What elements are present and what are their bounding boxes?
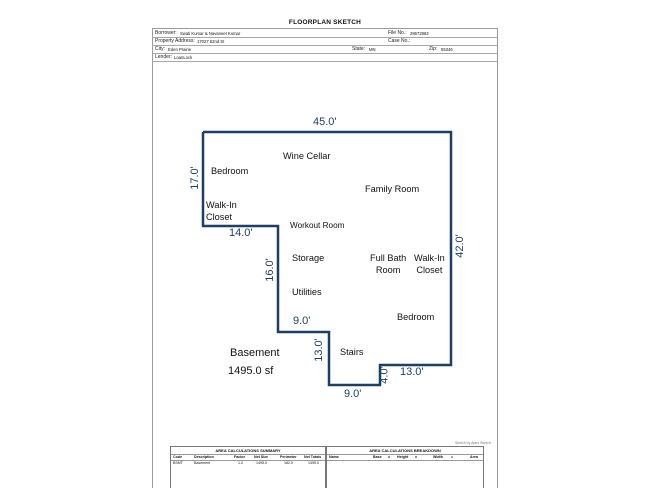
breakdown-divider-2 bbox=[327, 460, 483, 461]
room-workout-room: Workout Room bbox=[290, 221, 345, 230]
address-value: 17027 62nd St bbox=[197, 39, 225, 44]
address-row: Property Address: 17027 62nd St Case No.… bbox=[152, 37, 498, 46]
summary-row-perimeter: 182.0 bbox=[284, 461, 293, 465]
summary-col-code: Code bbox=[173, 455, 182, 459]
room-walk-in-closet-1: Walk-In Closet bbox=[206, 199, 237, 223]
case-no-label: Case No.: bbox=[388, 38, 411, 44]
room-stairs: Stairs bbox=[340, 347, 364, 357]
room-storage: Storage bbox=[292, 253, 325, 263]
state-value: MN bbox=[369, 47, 376, 52]
lender-row: Lender: LoanLock bbox=[152, 53, 498, 62]
walk-in-closet-2-line-2: Closet bbox=[416, 265, 443, 275]
breakdown-col-width: Width bbox=[433, 455, 443, 459]
dim-inner-vertical-1: 16.0' bbox=[263, 258, 276, 282]
city-label: City: bbox=[155, 46, 165, 52]
city-value: Eden Prairie bbox=[168, 47, 192, 52]
breakdown-col-height: Height bbox=[397, 455, 409, 459]
dim-step-1: 14.0' bbox=[229, 227, 253, 239]
area-size: 1495.0 sf bbox=[228, 365, 274, 377]
borrower-label: Borrower: bbox=[155, 30, 177, 36]
breakdown-divider-1 bbox=[327, 454, 483, 455]
breakdown-col-x-1: x bbox=[388, 455, 390, 459]
breakdown-col-area: Area bbox=[470, 455, 478, 459]
borrower-value: Swati Kumar & Navaneet Kumar bbox=[180, 31, 241, 36]
sketch-credit: Sketch by Apex Sketch bbox=[455, 441, 491, 445]
summary-row-factor: 1.0 bbox=[238, 461, 243, 465]
address-label: Property Address: bbox=[155, 38, 195, 44]
room-wine-cellar: Wine Cellar bbox=[283, 151, 331, 161]
lender-label: Lender: bbox=[155, 54, 172, 60]
room-bedroom-2: Bedroom bbox=[397, 312, 435, 322]
room-full-bath: Full Bath Room bbox=[370, 252, 406, 276]
state-label: State: bbox=[352, 46, 366, 52]
walk-in-closet-1-line-2: Closet bbox=[206, 212, 233, 222]
dim-step-2: 9.0' bbox=[293, 315, 311, 327]
breakdown-col-x-2: x bbox=[415, 455, 417, 459]
area-breakdown-table: AREA CALCULATIONS BREAKDOWN Name Base x … bbox=[326, 446, 484, 488]
dim-right: 42.0' bbox=[453, 234, 466, 258]
basement-outline bbox=[201, 130, 453, 387]
room-bedroom-1: Bedroom bbox=[211, 166, 249, 176]
full-bath-line-1: Full Bath bbox=[370, 253, 407, 263]
summary-row-code: BSMT bbox=[173, 461, 183, 465]
breakdown-col-equals: = bbox=[451, 455, 454, 459]
breakdown-table-title: AREA CALCULATIONS BREAKDOWN bbox=[369, 448, 441, 453]
full-bath-line-2: Room bbox=[375, 265, 401, 275]
summary-divider-2 bbox=[171, 460, 325, 461]
file-no-label: File No.: bbox=[388, 30, 407, 36]
walk-in-closet-1-line-1: Walk-In bbox=[206, 200, 237, 210]
room-utilities: Utilities bbox=[292, 287, 322, 297]
dim-left-upper: 17.0' bbox=[188, 166, 201, 190]
summary-col-perimeter: Perimeter bbox=[280, 455, 297, 459]
area-summary-table: AREA CALCULATIONS SUMMARY Code Descripti… bbox=[170, 446, 326, 488]
summary-row-net-size: 1495.0 bbox=[256, 461, 267, 465]
dim-top: 45.0' bbox=[313, 116, 337, 128]
borrower-row: Borrower: Swati Kumar & Navaneet Kumar F… bbox=[152, 29, 498, 38]
sketch-title: FLOORPLAN SKETCH bbox=[288, 19, 362, 26]
room-family-room: Family Room bbox=[365, 184, 420, 194]
file-no-value: 28672963 bbox=[410, 31, 429, 36]
summary-row-net-totals: 1495.0 bbox=[308, 461, 319, 465]
walk-in-closet-2-line-1: Walk-In bbox=[414, 253, 445, 263]
breakdown-col-name: Name bbox=[329, 455, 339, 459]
summary-divider-1 bbox=[171, 454, 325, 455]
summary-row-description: Basement bbox=[194, 461, 211, 465]
dim-inner-vertical-2: 13.0' bbox=[312, 338, 325, 362]
zip-value: 55346 bbox=[441, 47, 453, 52]
area-name: Basement bbox=[230, 347, 280, 359]
summary-col-net-size: Net Size bbox=[254, 455, 268, 459]
dim-small-vertical: 4.0' bbox=[378, 366, 391, 384]
city-row: City: Eden Prairie State: MN Zip: 55346 bbox=[152, 45, 498, 54]
dim-bottom: 9.0' bbox=[344, 388, 362, 400]
summary-col-description: Description bbox=[194, 455, 214, 459]
dim-bottom-right: 13.0' bbox=[400, 366, 424, 378]
summary-col-net-totals: Net Totals bbox=[304, 455, 322, 459]
lender-value: LoanLock bbox=[174, 55, 193, 60]
summary-table-title: AREA CALCULATIONS SUMMARY bbox=[215, 448, 281, 453]
zip-label: Zip: bbox=[429, 46, 438, 52]
sketch-frame bbox=[152, 28, 498, 488]
room-walk-in-closet-2: Walk-In Closet bbox=[414, 252, 445, 276]
breakdown-col-base: Base bbox=[373, 455, 382, 459]
summary-col-factor: Factor bbox=[234, 455, 245, 459]
